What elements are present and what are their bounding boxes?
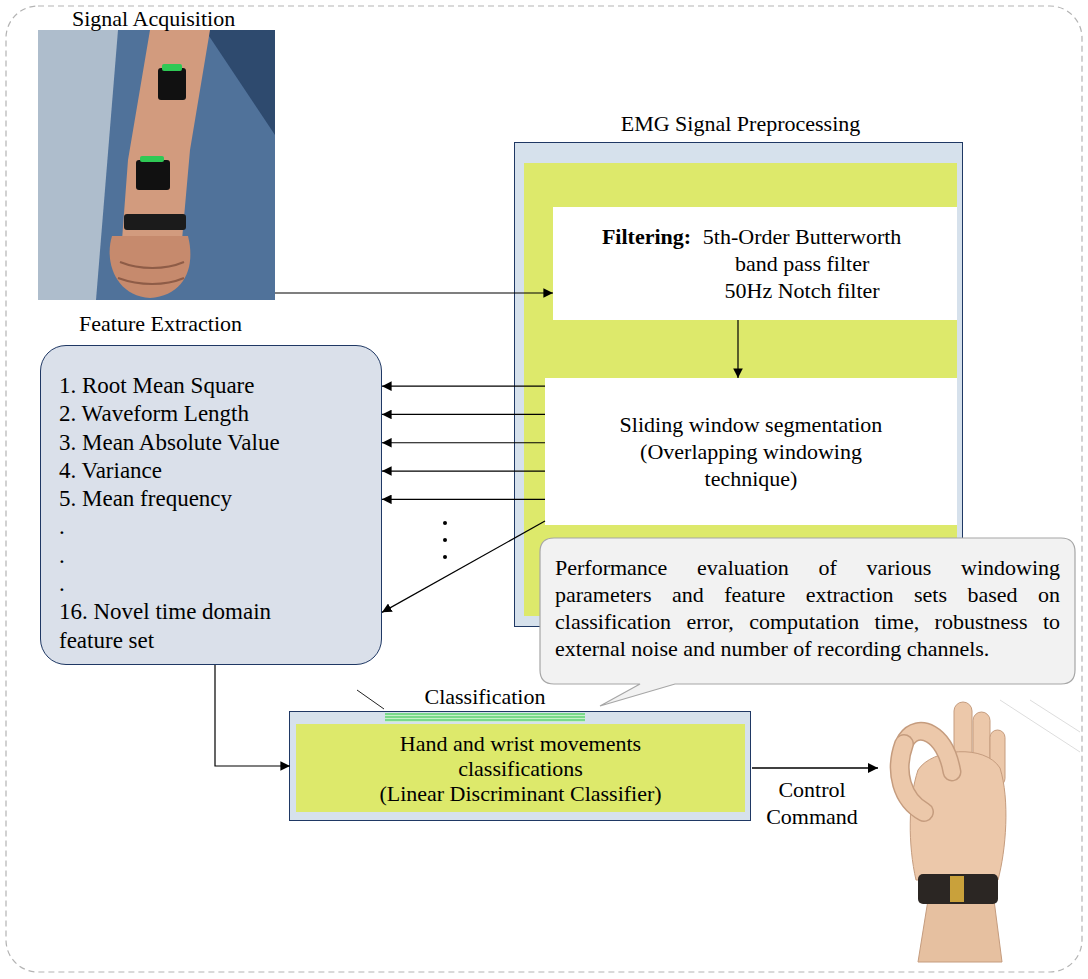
step-label: Filtering: xyxy=(602,223,691,277)
list-item: 1. Root Mean Square xyxy=(59,372,371,400)
hand-forearm xyxy=(918,900,1002,962)
frame-border xyxy=(6,6,1082,972)
callout-shape xyxy=(540,538,1075,706)
emg-photo xyxy=(38,30,275,300)
process-text: Hand and wrist movements classifications xyxy=(391,731,651,781)
process-text: Sliding window segmentation xyxy=(620,411,883,438)
dot xyxy=(443,521,447,525)
list-item: 2. Waveform Length xyxy=(59,400,371,428)
connector-arrow xyxy=(382,470,545,471)
photo-wall xyxy=(38,30,118,300)
list-item: 4. Variance xyxy=(59,457,371,485)
connector-arrow xyxy=(382,499,545,500)
emg-sensor xyxy=(136,160,170,190)
forearm xyxy=(122,30,210,240)
ellipsis-dots xyxy=(443,521,447,559)
wrist-band xyxy=(918,874,998,904)
section-heading: Signal Acquisition xyxy=(72,5,235,32)
callout-bubble: Performance evaluation of various window… xyxy=(540,538,1075,684)
list-ellipsis: . xyxy=(59,513,371,541)
finger-lines xyxy=(118,262,184,284)
image-frame: Signal Acquisition xyxy=(38,30,275,300)
filter-spec: 5th-Order Butterworth band pass filter xyxy=(696,223,908,277)
process-text: (Overlapping windowing technique) xyxy=(631,438,871,492)
command-arrow xyxy=(752,767,878,768)
connector-arrow xyxy=(382,386,545,387)
connector-arrow xyxy=(382,414,545,415)
list-item: 5. Mean frequency xyxy=(59,485,371,513)
dot xyxy=(443,555,447,559)
list-ellipsis: . xyxy=(59,570,371,598)
wrist-strap xyxy=(124,214,186,230)
dot xyxy=(443,538,447,542)
connector-arrow xyxy=(275,292,553,293)
connector-arrow xyxy=(382,442,545,443)
fist xyxy=(110,236,191,298)
photo-ground xyxy=(38,30,275,300)
filter-spec: 50Hz Notch filter xyxy=(696,277,908,304)
callout-text: Performance evaluation of various window… xyxy=(555,554,1060,662)
sensor-light xyxy=(140,156,164,162)
connector-arrow xyxy=(382,521,545,612)
feature-list-box: Feature Extraction1. Root Mean Square2. … xyxy=(40,345,382,665)
thumb xyxy=(900,744,924,812)
photo-shadow xyxy=(205,30,275,135)
band-buckle xyxy=(950,876,964,902)
list-ellipsis: . xyxy=(59,542,371,570)
signal-label: Control Command xyxy=(762,776,862,830)
prosthetic-hand xyxy=(900,700,1080,962)
list-item: 3. Mean Absolute Value xyxy=(59,429,371,457)
connector-arrow xyxy=(737,320,738,378)
process-box: Sliding window segmentation(Overlapping … xyxy=(545,378,957,525)
section-heading: EMG Signal Preprocessing xyxy=(524,110,957,137)
index-outline xyxy=(906,731,952,772)
process-box: Filtering:5th-Order Butterworth band pas… xyxy=(553,207,957,320)
index-finger xyxy=(906,731,952,772)
connector-arrow xyxy=(215,665,290,766)
process-text: (Linear Discriminant Classifier) xyxy=(379,781,661,806)
section-heading: Classification xyxy=(385,683,585,710)
sensor-light xyxy=(162,64,182,71)
section-heading: Feature Extraction xyxy=(79,310,242,337)
classifier-box: ClassificationHand and wrist movements c… xyxy=(290,712,750,820)
list-item: 16. Novel time domain feature set xyxy=(59,598,319,655)
stray-line xyxy=(357,690,384,709)
thumb-outline xyxy=(900,744,924,812)
background-lines xyxy=(1000,700,1080,752)
emg-sensor xyxy=(158,68,186,100)
